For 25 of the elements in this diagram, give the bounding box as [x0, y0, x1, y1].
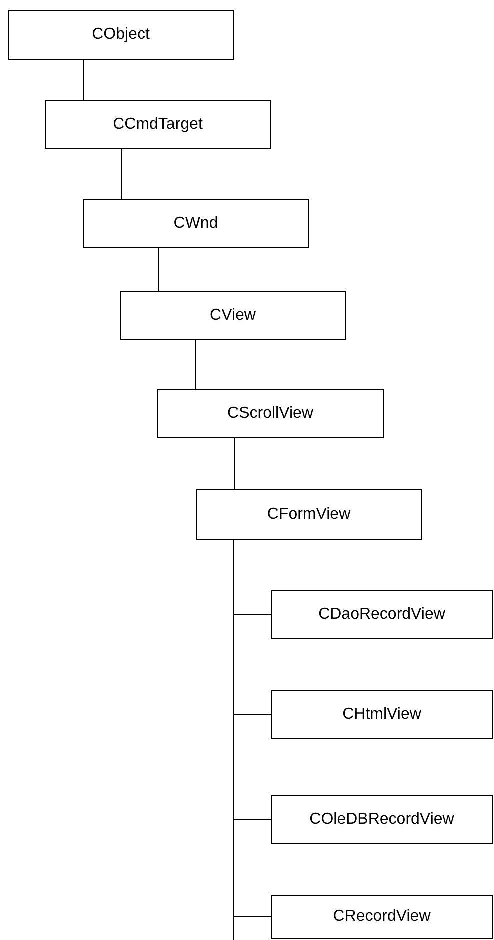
class-name: CWnd — [174, 214, 218, 232]
class-box — [45, 100, 271, 149]
class-box — [120, 291, 346, 340]
class-box — [157, 389, 384, 438]
class-name: CView — [210, 306, 256, 324]
class-name: CFormView — [267, 506, 351, 524]
class-box — [83, 199, 309, 248]
class-name: CCmdTarget — [113, 116, 203, 134]
class-box — [271, 795, 493, 844]
connector-line — [158, 248, 159, 292]
class-name: CScrollView — [228, 404, 314, 422]
class-name: CHtmlView — [342, 706, 422, 724]
connector-line — [195, 340, 196, 390]
class-box — [196, 489, 422, 540]
class-box — [271, 895, 493, 939]
class-name: CRecordView — [333, 908, 431, 926]
class-name: CDaoRecordView — [318, 606, 446, 624]
class-box — [271, 590, 493, 639]
connector-line — [234, 438, 235, 490]
class-name: CObject — [92, 26, 150, 44]
class-box — [8, 10, 234, 60]
connector-line — [121, 148, 122, 200]
class-name: COleDBRecordView — [310, 810, 454, 828]
connector-line — [83, 60, 84, 100]
class-box — [271, 690, 493, 739]
